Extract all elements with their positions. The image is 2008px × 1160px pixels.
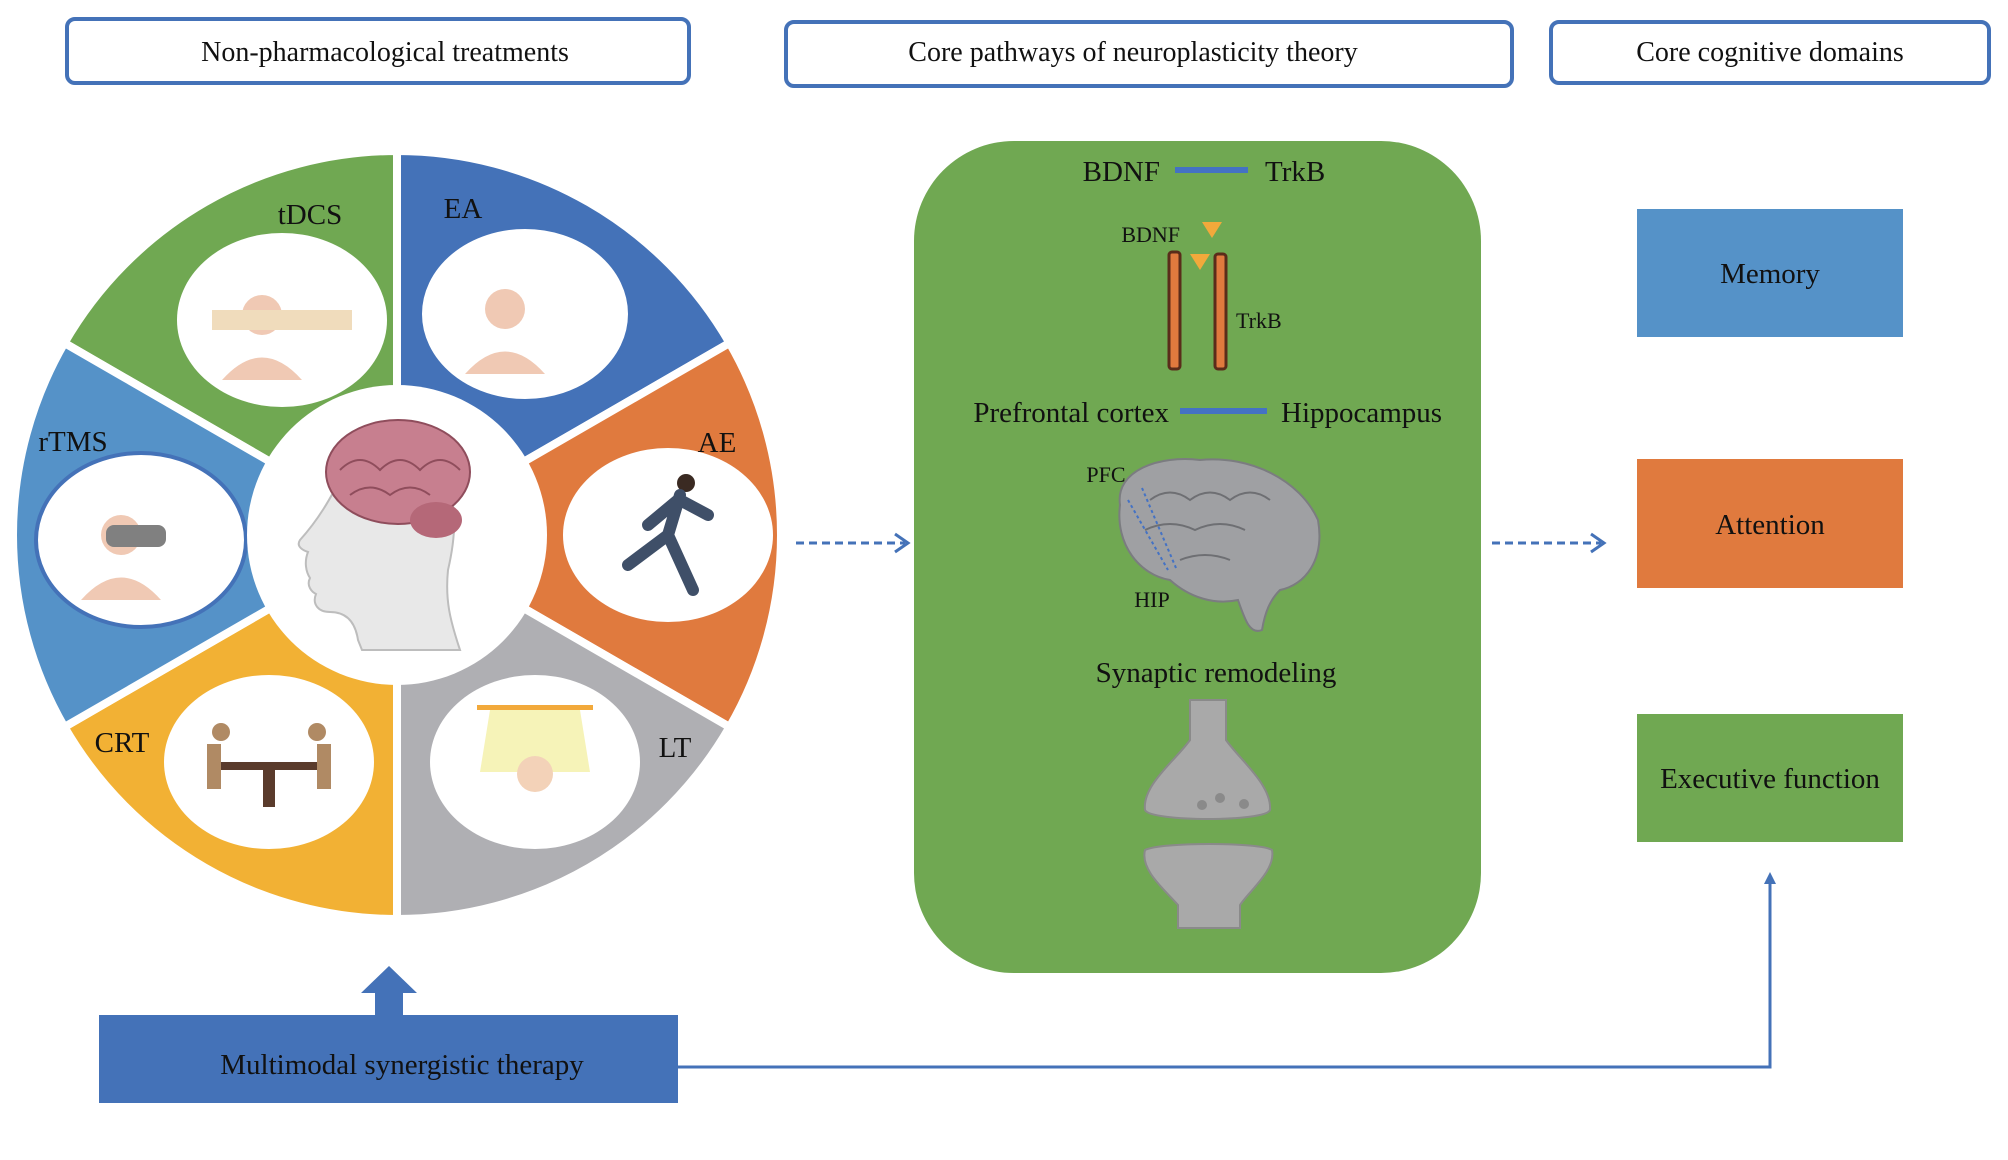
hippocampus-label: Hippocampus <box>1281 397 1442 429</box>
magnetic-coil-head-icon <box>34 451 248 629</box>
running-person-icon <box>563 448 773 622</box>
bdnf-ligand-icon <box>1202 222 1222 238</box>
pathways-panel: BDNF TrkB BDNF TrkB Prefrontal cortex Hi… <box>914 141 1481 973</box>
domain-attention-label: Attention <box>1715 509 1825 541</box>
hip-label: HIP <box>1134 587 1169 612</box>
pfc-label: PFC <box>1086 462 1125 487</box>
bdnf-label: BDNF <box>1083 156 1160 188</box>
header-treatments-text: Non-pharmacological treatments <box>201 37 569 68</box>
domain-executive-label: Executive function <box>1660 763 1880 795</box>
domain-attention: Attention <box>1637 459 1903 588</box>
wheel-label-ae: AE <box>698 427 737 459</box>
header-treatments: Non-pharmacological treatments <box>65 17 691 85</box>
trkb-receptor-right-icon <box>1213 252 1228 371</box>
prefrontal-label: Prefrontal cortex <box>973 397 1169 429</box>
therapy-to-domains-connector <box>678 872 1776 1069</box>
head-with-brain-icon <box>247 385 547 685</box>
therapy-label: Multimodal synergistic therapy <box>220 1049 584 1081</box>
arrow-treatments-to-pathways <box>796 532 911 554</box>
wheel-label-lt: LT <box>659 732 692 764</box>
light-therapy-icon <box>430 675 640 849</box>
wheel-label-tdcs: tDCS <box>278 199 342 231</box>
domain-memory-label: Memory <box>1720 258 1820 290</box>
arrow-pathways-to-domains <box>1492 532 1607 554</box>
synaptic-label: Synaptic remodeling <box>1096 657 1337 689</box>
wheel-label-crt: CRT <box>95 727 150 759</box>
acupuncture-face-icon <box>418 225 632 403</box>
header-domains: Core cognitive domains <box>1549 20 1991 85</box>
trkb-receptor-left-icon <box>1167 250 1182 371</box>
wheel-label-rtms: rTMS <box>38 426 107 458</box>
header-pathways-text: Core pathways of neuroplasticity theory <box>908 37 1357 68</box>
header-domains-text: Core cognitive domains <box>1636 37 1904 68</box>
domain-executive-function: Executive function <box>1637 714 1903 842</box>
therapy-arrow-up <box>361 966 417 1015</box>
domain-memory: Memory <box>1637 209 1903 337</box>
therapy-box: Multimodal synergistic therapy <box>99 1015 678 1103</box>
receptor-ligand-label: BDNF <box>1121 222 1180 247</box>
synapse-icon <box>1143 699 1274 929</box>
bdnf-ligand-bound-icon <box>1190 254 1210 270</box>
brain-icon <box>1118 458 1321 632</box>
wheel-label-ea: EA <box>444 193 483 225</box>
two-people-at-table-icon <box>164 675 374 849</box>
header-pathways: Core pathways of neuroplasticity theory <box>784 20 1514 88</box>
receptor-label: TrkB <box>1236 308 1282 333</box>
tdcs-electrode-head-icon <box>177 233 387 407</box>
trkb-label: TrkB <box>1265 156 1325 188</box>
